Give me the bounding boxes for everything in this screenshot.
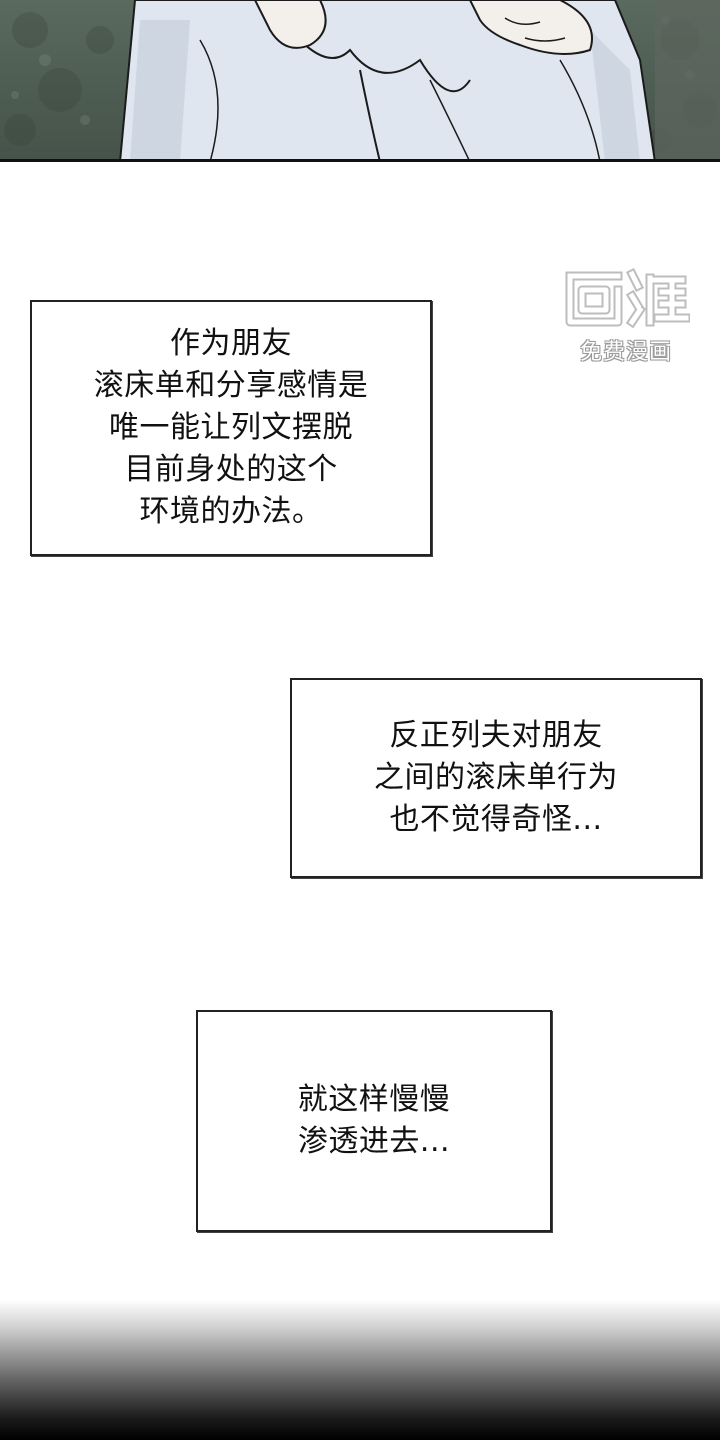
bottom-fade-gradient xyxy=(0,1300,720,1440)
narration-line: 之间的滚床单行为 xyxy=(374,760,618,795)
narration-box-2: 反正列夫对朋友 之间的滚床单行为 也不觉得奇怪... xyxy=(290,678,702,878)
narration-box-3: 就这样慢慢 渗透进去... xyxy=(196,1010,552,1232)
narration-line: 作为朋友 xyxy=(170,326,292,361)
narration-line: 目前身处的这个 xyxy=(124,452,338,487)
narration-line: 滚床单和分享感情是 xyxy=(93,368,369,403)
narration-line: 环境的办法。 xyxy=(139,494,323,529)
watermark-logo-icon xyxy=(565,267,690,329)
narration-box-1: 作为朋友 滚床单和分享感情是 唯一能让列文摆脱 目前身处的这个 环境的办法。 xyxy=(30,300,432,556)
narration-line: 渗透进去... xyxy=(297,1124,451,1159)
watermark: 免费漫画 xyxy=(562,266,690,366)
watermark-text: 免费漫画 xyxy=(579,340,672,365)
narration-line: 反正列夫对朋友 xyxy=(389,718,603,753)
narration-line: 就这样慢慢 xyxy=(297,1082,451,1117)
top-illustration-panel xyxy=(0,0,720,162)
narration-line: 唯一能让列文摆脱 xyxy=(109,410,353,445)
illustration-artwork xyxy=(4,0,720,159)
narration-line: 也不觉得奇怪... xyxy=(389,802,603,837)
